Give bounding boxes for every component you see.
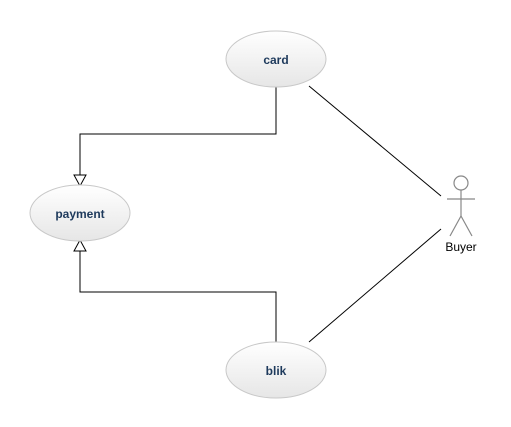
usecase-payment[interactable]: payment xyxy=(29,184,131,242)
generalization-arrowhead-card xyxy=(73,174,87,188)
association-buyer-card xyxy=(308,85,442,197)
usecase-card[interactable]: card xyxy=(225,30,327,88)
actor-buyer[interactable]: Buyer xyxy=(445,175,477,254)
actor-buyer-label: Buyer xyxy=(445,240,476,254)
association-buyer-blik xyxy=(308,228,442,343)
usecase-blik[interactable]: blik xyxy=(225,341,327,399)
generalization-card-to-payment xyxy=(73,86,277,188)
usecase-card-label: card xyxy=(263,53,288,67)
stick-figure-icon xyxy=(447,175,475,237)
generalization-blik-to-payment xyxy=(73,238,277,343)
generalization-arrowhead-blik xyxy=(73,238,87,252)
usecase-payment-label: payment xyxy=(55,207,104,221)
usecase-blik-label: blik xyxy=(266,364,287,378)
